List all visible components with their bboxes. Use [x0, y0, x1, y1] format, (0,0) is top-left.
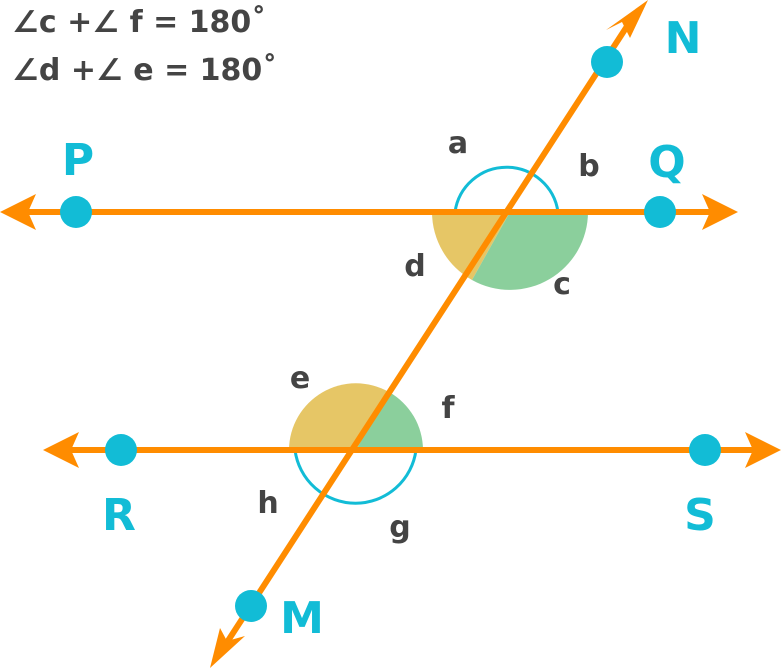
- point-s-label: S: [684, 490, 716, 541]
- angle-f-label: f: [441, 391, 455, 426]
- point-s-dot: [689, 434, 721, 466]
- point-n-dot: [591, 46, 623, 78]
- angle-b-label: b: [578, 149, 599, 184]
- angle-g-h-arc: [293, 449, 418, 505]
- point-r-dot: [105, 434, 137, 466]
- point-p-label: P: [62, 135, 94, 186]
- point-q-dot: [644, 196, 676, 228]
- arrowhead-m: [210, 628, 245, 668]
- angle-c-sector: [472, 212, 588, 290]
- angle-a-b-arc: [453, 165, 560, 213]
- arrowhead-n: [606, 0, 648, 38]
- transversal-mn: [219, 12, 638, 652]
- point-m-dot: [235, 590, 267, 622]
- point-p-dot: [60, 196, 92, 228]
- point-n-label: N: [665, 13, 702, 64]
- point-m-label: M: [280, 593, 324, 644]
- point-r-label: R: [102, 490, 136, 541]
- angle-c-label: c: [553, 267, 571, 302]
- angle-a-label: a: [448, 126, 468, 161]
- point-q-label: Q: [648, 137, 685, 188]
- equation-d-e: ∠d +∠ e = 180˚: [12, 53, 278, 88]
- angle-g-label: g: [389, 510, 410, 545]
- equation-c-f: ∠c +∠ f = 180˚: [12, 5, 267, 40]
- angle-f-sector: [356, 392, 423, 450]
- angle-d-label: d: [404, 249, 425, 284]
- angle-d-sector: [432, 212, 510, 280]
- arrowhead-right-pq: [702, 194, 738, 230]
- angle-e-label: e: [290, 361, 310, 396]
- arrowhead-left-rs: [43, 432, 79, 468]
- arrowhead-right-rs: [745, 432, 781, 468]
- angle-h-label: h: [257, 486, 278, 521]
- arrowhead-left-pq: [0, 194, 36, 230]
